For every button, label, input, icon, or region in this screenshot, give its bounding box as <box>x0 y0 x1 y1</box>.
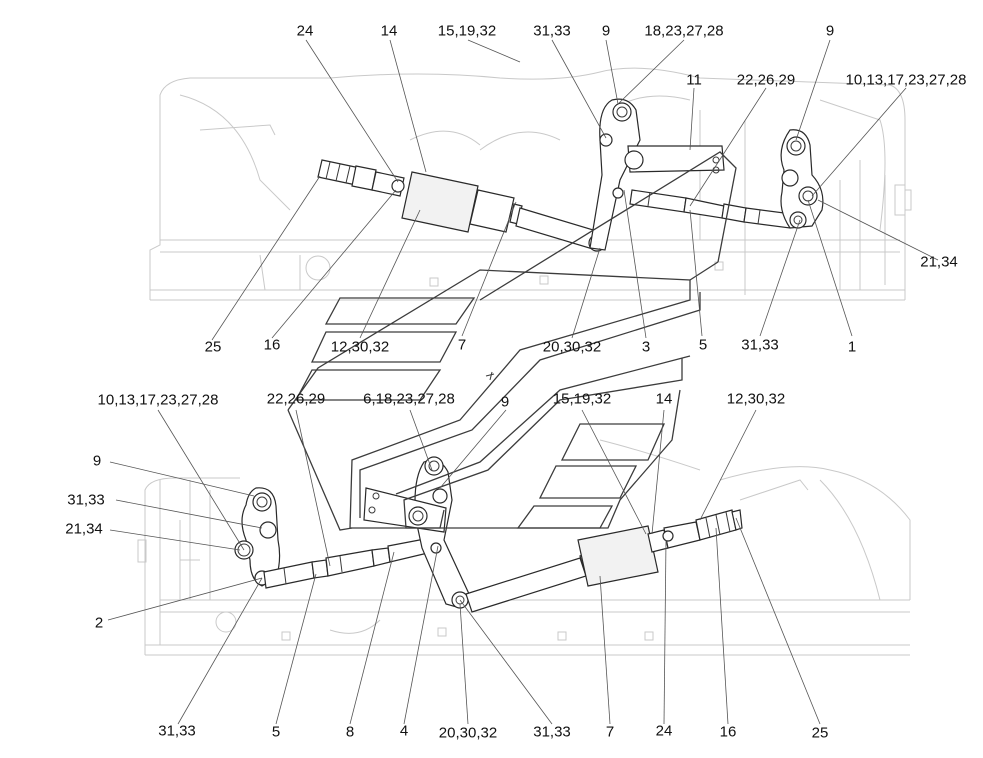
callout-24-bottom: 24 <box>655 722 673 740</box>
callout-22-26-29-top: 22,26,29 <box>736 71 796 89</box>
callout-16-bottom: 16 <box>719 723 737 741</box>
callout-12-30-32-middle: 12,30,32 <box>330 338 390 356</box>
bottom-link-rod <box>263 537 433 589</box>
callout-20-30-32-middle: 20,30,32 <box>542 338 602 356</box>
callout-8-bottom: 8 <box>345 723 355 741</box>
top-actuator <box>317 159 606 252</box>
callout-31-33-bottom-b: 31,33 <box>533 723 571 741</box>
callout-4-bottom: 4 <box>399 722 409 740</box>
callout-7-middle: 7 <box>457 336 467 354</box>
callout-15-19-32-top: 15,19,32 <box>437 22 497 40</box>
callout-15-19-32-middle: 15,19,32 <box>552 390 612 408</box>
top-link-rod <box>629 189 793 229</box>
callout-10-13-17-23-27-28-top: 10,13,17,23,27,28 <box>845 71 967 89</box>
leader-lines <box>107 39 939 725</box>
callout-31-33-middle: 31,33 <box>741 336 779 354</box>
callout-11-top: 11 <box>686 71 702 89</box>
callout-24-top: 24 <box>296 22 314 40</box>
callout-9-left: 9 <box>92 452 102 470</box>
callout-22-26-29-middle: 22,26,29 <box>266 390 326 408</box>
callout-14-middle: 14 <box>655 390 673 408</box>
callout-18-23-27-28-top: 18,23,27,28 <box>644 22 724 40</box>
callout-3-middle: 3 <box>641 338 651 356</box>
callout-25-middle: 25 <box>204 338 222 356</box>
callout-21-34-left: 21,34 <box>65 520 103 538</box>
callout-9-top-a: 9 <box>601 22 611 40</box>
callout-6-18-23-27-28-middle: 6,18,23,27,28 <box>363 390 455 408</box>
top-lever <box>589 98 725 251</box>
top-right-bracket <box>780 129 824 229</box>
callout-10-13-17-23-27-28-middle: 10,13,17,23,27,28 <box>97 391 219 409</box>
callout-14-top: 14 <box>380 22 398 40</box>
bottom-left-bracket <box>234 487 281 587</box>
callout-31-33-top: 31,33 <box>533 22 571 40</box>
callout-16-middle: 16 <box>263 336 281 354</box>
callout-2-left: 2 <box>94 614 104 632</box>
callout-7-bottom: 7 <box>605 723 615 741</box>
callout-31-33-bottom-a: 31,33 <box>158 722 196 740</box>
callout-21-34-top: 21,34 <box>920 253 958 271</box>
middle-plates <box>287 151 737 531</box>
callout-1-middle: 1 <box>847 338 857 356</box>
callout-20-30-32-bottom: 20,30,32 <box>438 724 498 742</box>
top-frame-outline <box>149 67 912 301</box>
callout-9-top-b: 9 <box>825 22 835 40</box>
bottom-lever <box>363 456 471 609</box>
bottom-actuator <box>465 509 743 613</box>
callout-12-30-32-middle-b: 12,30,32 <box>726 390 786 408</box>
bottom-frame-outline <box>137 439 911 656</box>
callout-5-middle: 5 <box>698 336 708 354</box>
callout-9-middle: 9 <box>500 393 510 411</box>
callout-25-bottom: 25 <box>811 724 829 742</box>
callout-5-bottom: 5 <box>271 723 281 741</box>
callout-31-33-left: 31,33 <box>67 491 105 509</box>
